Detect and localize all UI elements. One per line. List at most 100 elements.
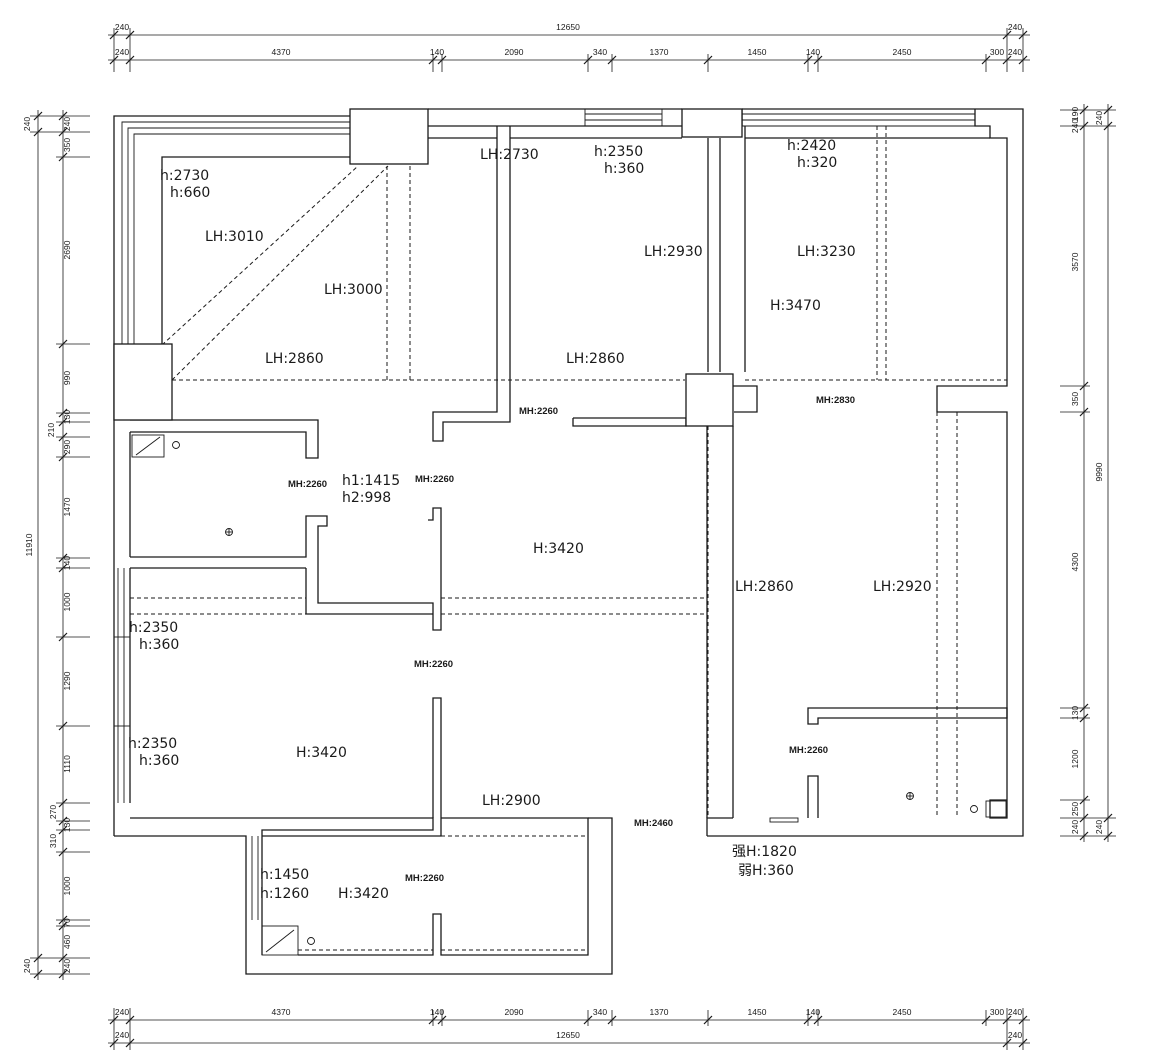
top-seg-9: 300 — [990, 47, 1004, 57]
right-seg-8: 240 — [1070, 820, 1080, 834]
left-seg-6: 290 — [62, 440, 72, 454]
label-mh2260-f: MH:2260 — [405, 873, 444, 884]
label-h360-top: h:360 — [604, 161, 644, 177]
left-seg-4: 130 — [62, 410, 72, 424]
label-mh2460: MH:2460 — [634, 818, 673, 829]
bottom-seg-8: 2450 — [893, 1007, 912, 1017]
column-left — [113, 343, 173, 421]
label-h1450: h:1450 — [260, 867, 309, 883]
bottom-seg-4: 340 — [593, 1007, 607, 1017]
left-seg-10: 1290 — [62, 671, 72, 690]
label-mh2260-a: MH:2260 — [519, 406, 558, 417]
bottom-seg-6: 1450 — [748, 1007, 767, 1017]
top-total-dim: 12650 — [556, 22, 580, 32]
label-weak-h360: 弱H:360 — [738, 863, 794, 879]
right-dimensions: 190 240 3570 350 4300 130 1200 250 240 2… — [1060, 104, 1116, 842]
label-lh2930: LH:2930 — [644, 244, 703, 260]
label-mh2260-c: MH:2260 — [415, 474, 454, 485]
left-seg-1: 350 — [62, 138, 72, 152]
bottom-seg-2: 140 — [430, 1007, 444, 1017]
column-top-left — [349, 108, 429, 165]
bottom-seg-3: 2090 — [505, 1007, 524, 1017]
right-seg-2: 3570 — [1070, 252, 1080, 271]
left-seg-5: 210 — [46, 423, 56, 437]
top-end-left: 240 — [115, 22, 129, 32]
bottom-seg-1: 4370 — [272, 1007, 291, 1017]
outlet-symbol-right — [906, 792, 914, 800]
floor-drain-box-upper — [131, 434, 180, 458]
label-lh3230: LH:3230 — [797, 244, 856, 260]
label-h2420: h:2420 — [787, 138, 836, 154]
left-seg-9: 1000 — [62, 592, 72, 611]
fixtures — [131, 434, 1007, 956]
top-seg-5: 1370 — [650, 47, 669, 57]
label-h3420-center: H:3420 — [533, 541, 584, 557]
left-seg-17: 460 — [62, 935, 72, 949]
label-lh2730: LH:2730 — [480, 147, 539, 163]
right-seg-4: 4300 — [1070, 552, 1080, 571]
top-seg-6: 1450 — [748, 47, 767, 57]
left-seg-0: 240 — [62, 117, 72, 131]
top-end-right: 240 — [1008, 22, 1022, 32]
left-seg-11: 1110 — [62, 755, 72, 773]
top-seg-10: 240 — [1008, 47, 1022, 57]
left-end-bottom: 240 — [22, 959, 32, 973]
left-seg-16: 70 — [62, 918, 72, 928]
label-h2350-top: h:2350 — [594, 144, 643, 160]
top-seg-1: 4370 — [272, 47, 291, 57]
label-mh2260-b: MH:2260 — [288, 479, 327, 490]
left-seg-3: 990 — [62, 371, 72, 385]
right-seg-6: 1200 — [1070, 749, 1080, 768]
left-seg-12: 270 — [48, 805, 58, 819]
top-seg-4: 340 — [593, 47, 607, 57]
right-seg-0: 190 — [1070, 107, 1080, 121]
top-seg-3: 2090 — [505, 47, 524, 57]
label-h2730: h:2730 — [160, 168, 209, 184]
left-total-dim: 11910 — [24, 533, 34, 556]
label-h2350-left2: h:2350 — [128, 736, 177, 752]
label-h3470: H:3470 — [770, 298, 821, 314]
label-h3420-bottom: H:3420 — [338, 886, 389, 902]
dashed-beams — [130, 126, 1007, 951]
label-lh3000: LH:3000 — [324, 282, 383, 298]
left-seg-7: 1470 — [62, 497, 72, 516]
left-seg-14: 310 — [48, 834, 58, 848]
left-seg-18: 240 — [62, 959, 72, 973]
right-seg-7: 250 — [1070, 802, 1080, 816]
label-mh2260-e: MH:2260 — [789, 745, 828, 756]
label-lh3010: LH:3010 — [205, 229, 264, 245]
bottom-end-right: 240 — [1008, 1030, 1022, 1040]
top-seg-7: 140 — [806, 47, 820, 57]
drain-box-right — [970, 800, 1007, 818]
left-seg-13: 130 — [62, 818, 72, 832]
label-lh2920: LH:2920 — [873, 579, 932, 595]
label-h2-998: h2:998 — [342, 490, 391, 506]
column-top-mid — [681, 108, 743, 138]
label-lh2860-c: LH:2860 — [735, 579, 794, 595]
bottom-end-left: 240 — [115, 1030, 129, 1040]
right-seg-1: 240 — [1070, 119, 1080, 133]
right-end-bottom: 240 — [1094, 820, 1104, 834]
left-seg-8: 140 — [62, 556, 72, 570]
label-h660: h:660 — [170, 185, 210, 201]
labels: h:2730 h:660 LH:3010 LH:3000 LH:2860 LH:… — [128, 138, 932, 902]
right-seg-3: 350 — [1070, 392, 1080, 406]
label-strong-h1820: 强H:1820 — [732, 844, 797, 860]
bottom-seg-7: 140 — [806, 1007, 820, 1017]
bottom-dimensions: 240 4370 140 2090 340 1370 1450 140 2450… — [108, 1007, 1030, 1050]
label-mh2260-d: MH:2260 — [414, 659, 453, 670]
bottom-seg-5: 1370 — [650, 1007, 669, 1017]
bottom-seg-9: 300 — [990, 1007, 1004, 1017]
left-seg-2: 2690 — [62, 240, 72, 259]
right-seg-5: 130 — [1070, 706, 1080, 720]
label-h2350-left1: h:2350 — [129, 620, 178, 636]
top-seg-2: 140 — [430, 47, 444, 57]
left-dimensions: 240 11910 240 240 350 2690 990 130 210 2… — [22, 110, 90, 980]
left-end-top: 240 — [22, 117, 32, 131]
label-h360-left1: h:360 — [139, 637, 179, 653]
bottom-seg-10: 240 — [1008, 1007, 1022, 1017]
top-seg-8: 2450 — [893, 47, 912, 57]
label-lh2860-a: LH:2860 — [265, 351, 324, 367]
bottom-total-dim: 12650 — [556, 1030, 580, 1040]
